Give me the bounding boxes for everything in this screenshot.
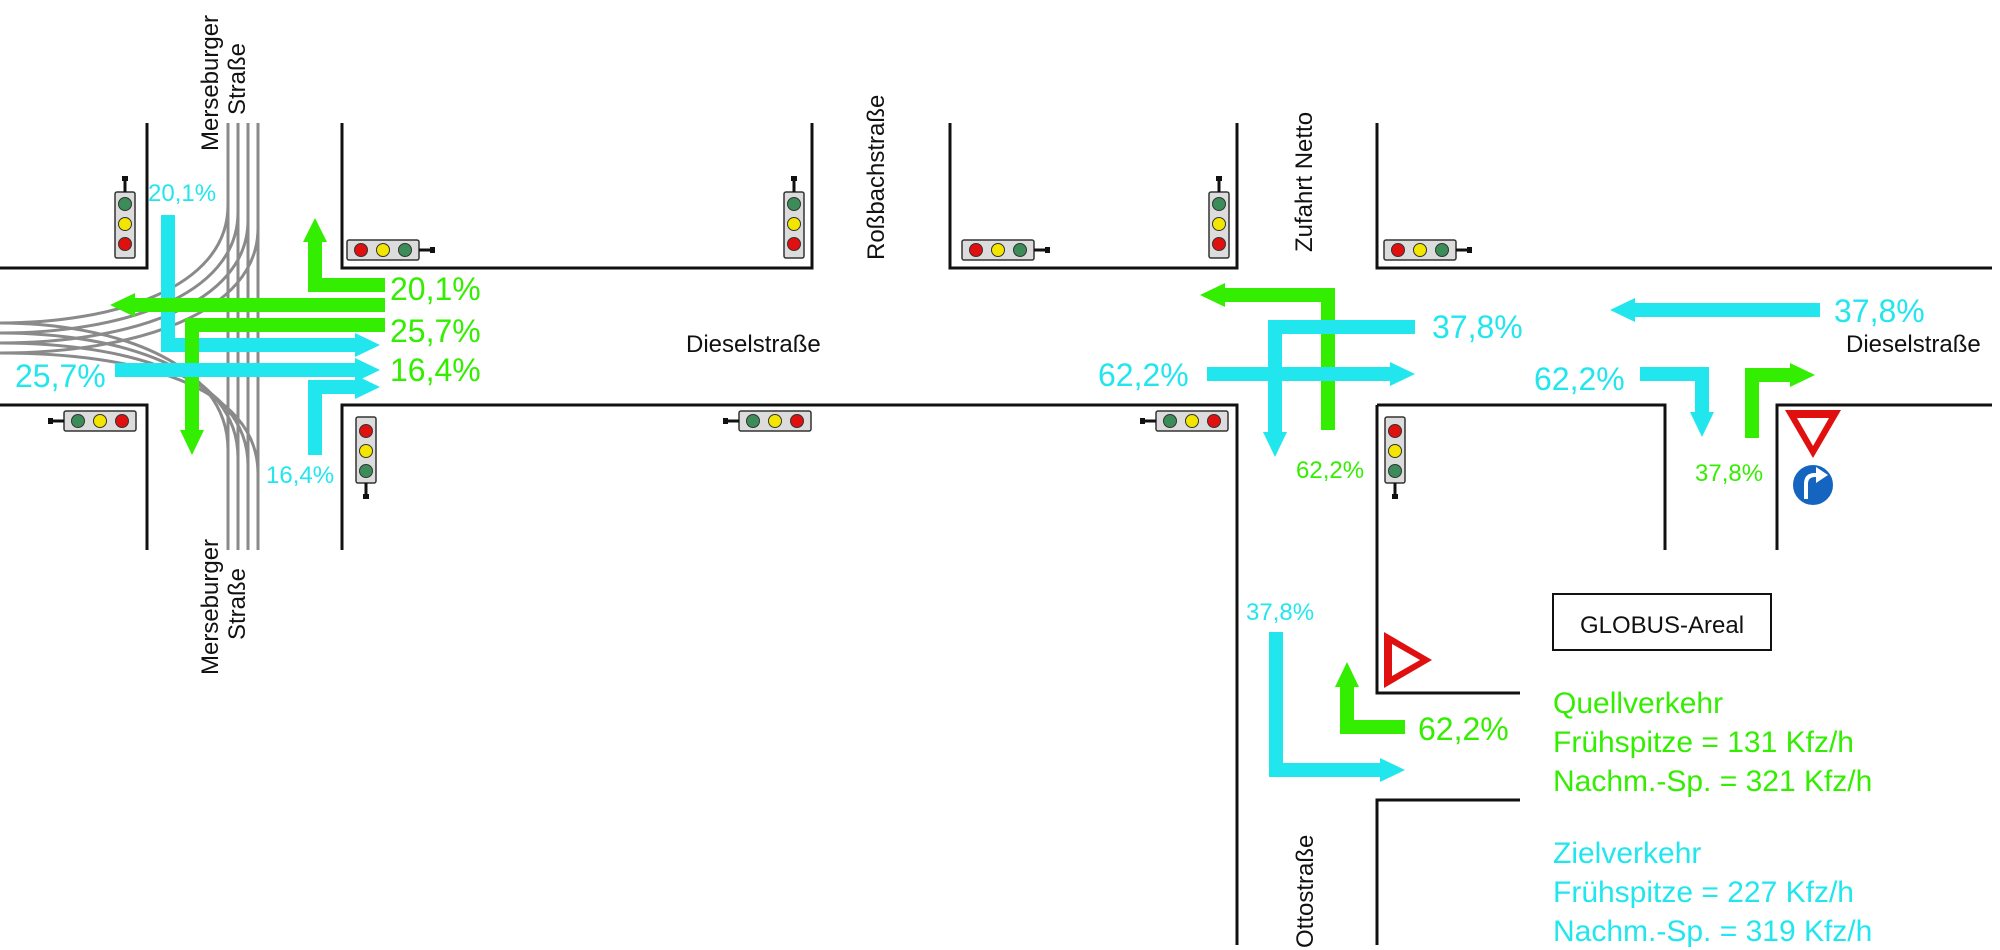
- arrow-left-west-in: [115, 358, 380, 382]
- arrow-right-west-in: [1640, 367, 1714, 437]
- area-label-box: [1552, 593, 1772, 651]
- street-merseburger-bottom-2: Straße: [224, 568, 251, 640]
- arrow-otto-in: [1269, 632, 1405, 782]
- arrow-netto-west-in: [1207, 362, 1415, 386]
- share-right-down: 37,8%: [1695, 460, 1763, 487]
- share-left-turn-up: 20,1%: [390, 271, 481, 307]
- arrow-right-out: [1745, 363, 1815, 438]
- arrow-left-north-in: [161, 215, 380, 357]
- traffic-light-icon: [113, 174, 137, 260]
- legend-quell-afternoon: Nachm.-Sp. = 321 Kfz/h: [1553, 765, 1872, 798]
- traffic-light-icon: [354, 415, 378, 501]
- legend-quell-morning: Frühspitze = 131 Kfz/h: [1553, 726, 1854, 759]
- legend-destination-traffic: Zielverkehr Frühspitze = 227 Kfz/h Nachm…: [1553, 837, 1872, 948]
- legend-quell-title: Quellverkehr: [1553, 687, 1723, 720]
- arrow-right-east-in: [1610, 298, 1820, 322]
- arrow-left-south-in: [308, 375, 380, 455]
- share-otto-in: 37,8%: [1246, 599, 1314, 626]
- share-right-east-in: 37,8%: [1834, 293, 1925, 329]
- traffic-light-icon: [1138, 409, 1230, 433]
- traffic-light-icon: [1382, 238, 1474, 262]
- traffic-light-icon: [721, 409, 813, 433]
- traffic-light-icon: [1207, 174, 1231, 260]
- share-otto-out: 62,2%: [1418, 711, 1509, 747]
- arrow-otto-out: [1335, 662, 1405, 734]
- legend-ziel-title: Zielverkehr: [1553, 837, 1701, 870]
- arrow-left-straight-west: [110, 293, 385, 317]
- arrow-left-turn-up: [303, 218, 385, 292]
- street-merseburger-top-1: Merseburger: [197, 15, 224, 151]
- arrow-left-down: [180, 318, 385, 455]
- yield-sign-icon: [1384, 632, 1432, 688]
- traffic-light-icon: [345, 238, 437, 262]
- tram-tracks: [0, 123, 260, 550]
- share-left-straight: 25,7%: [390, 313, 481, 349]
- traffic-light-icon: [1383, 415, 1407, 501]
- street-merseburger-top-2: Straße: [224, 43, 251, 115]
- traffic-light-icon: [782, 174, 806, 260]
- share-right-west-in: 62,2%: [1534, 361, 1625, 397]
- share-netto-west-in: 62,2%: [1098, 357, 1189, 393]
- street-dieselstrasse-left: Dieselstraße: [686, 331, 821, 358]
- street-rossbachstrasse: Roßbachstraße: [863, 95, 890, 260]
- arrow-netto-east-in: [1263, 320, 1415, 457]
- share-netto-east-in: 37,8%: [1432, 309, 1523, 345]
- street-dieselstrasse-right: Dieselstraße: [1846, 331, 1981, 358]
- street-ottostrasse: Ottostraße: [1292, 835, 1319, 948]
- share-left-south-in: 16,4%: [266, 462, 334, 489]
- share-left-north-in: 20,1%: [148, 180, 216, 207]
- share-left-straight-low: 16,4%: [390, 352, 481, 388]
- yield-sign-icon: [1785, 410, 1841, 458]
- share-left-west-in: 25,7%: [15, 358, 106, 394]
- road-edges: [0, 123, 1992, 945]
- street-zufahrt-netto: Zufahrt Netto: [1291, 112, 1318, 252]
- turn-right-sign-icon: [1791, 463, 1835, 507]
- area-label: GLOBUS-Areal: [1580, 612, 1744, 639]
- legend-source-traffic: Quellverkehr Frühspitze = 131 Kfz/h Nach…: [1553, 687, 1872, 798]
- traffic-light-icon: [960, 238, 1052, 262]
- legend-ziel-afternoon: Nachm.-Sp. = 319 Kfz/h: [1553, 915, 1872, 948]
- arrow-netto-out-left: [1200, 283, 1335, 430]
- street-merseburger-bottom-1: Merseburger: [197, 539, 224, 675]
- traffic-light-icon: [46, 409, 138, 433]
- legend-ziel-morning: Frühspitze = 227 Kfz/h: [1553, 876, 1854, 909]
- share-netto-down: 62,2%: [1296, 457, 1364, 484]
